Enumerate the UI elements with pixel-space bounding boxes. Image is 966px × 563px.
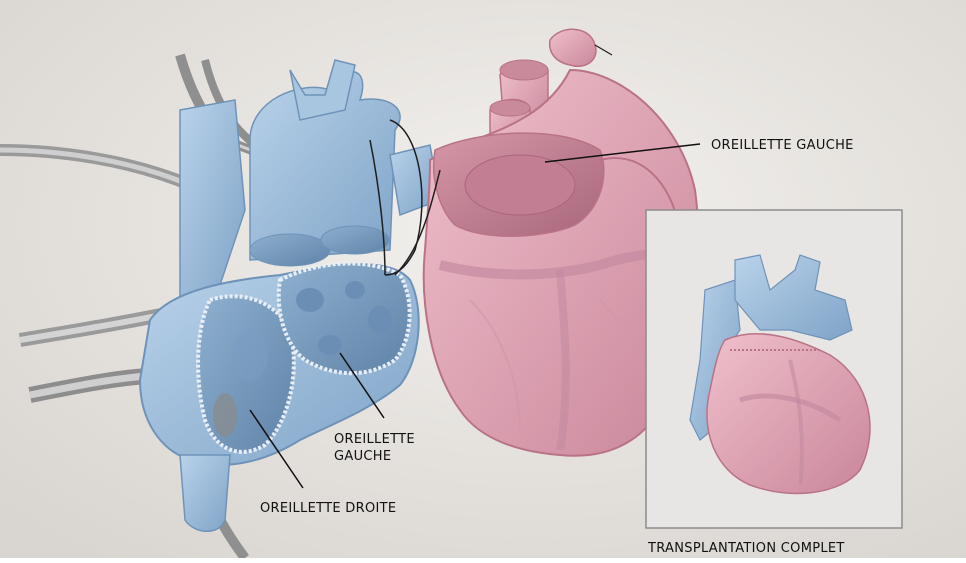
- label-left-atrium-top: OREILLETTE GAUCHE: [711, 137, 854, 154]
- label-left-atrium-donor-line2: GAUCHE: [334, 448, 444, 465]
- label-left-atrium-donor: OREILLETTE GAUCHE: [334, 431, 444, 465]
- inset-caption: TRANSPLANTATION COMPLET: [648, 540, 845, 557]
- label-right-atrium: OREILLETTE DROITE: [260, 500, 396, 517]
- inset-panel: [646, 210, 902, 528]
- label-left-atrium-donor-line1: OREILLETTE: [334, 431, 444, 448]
